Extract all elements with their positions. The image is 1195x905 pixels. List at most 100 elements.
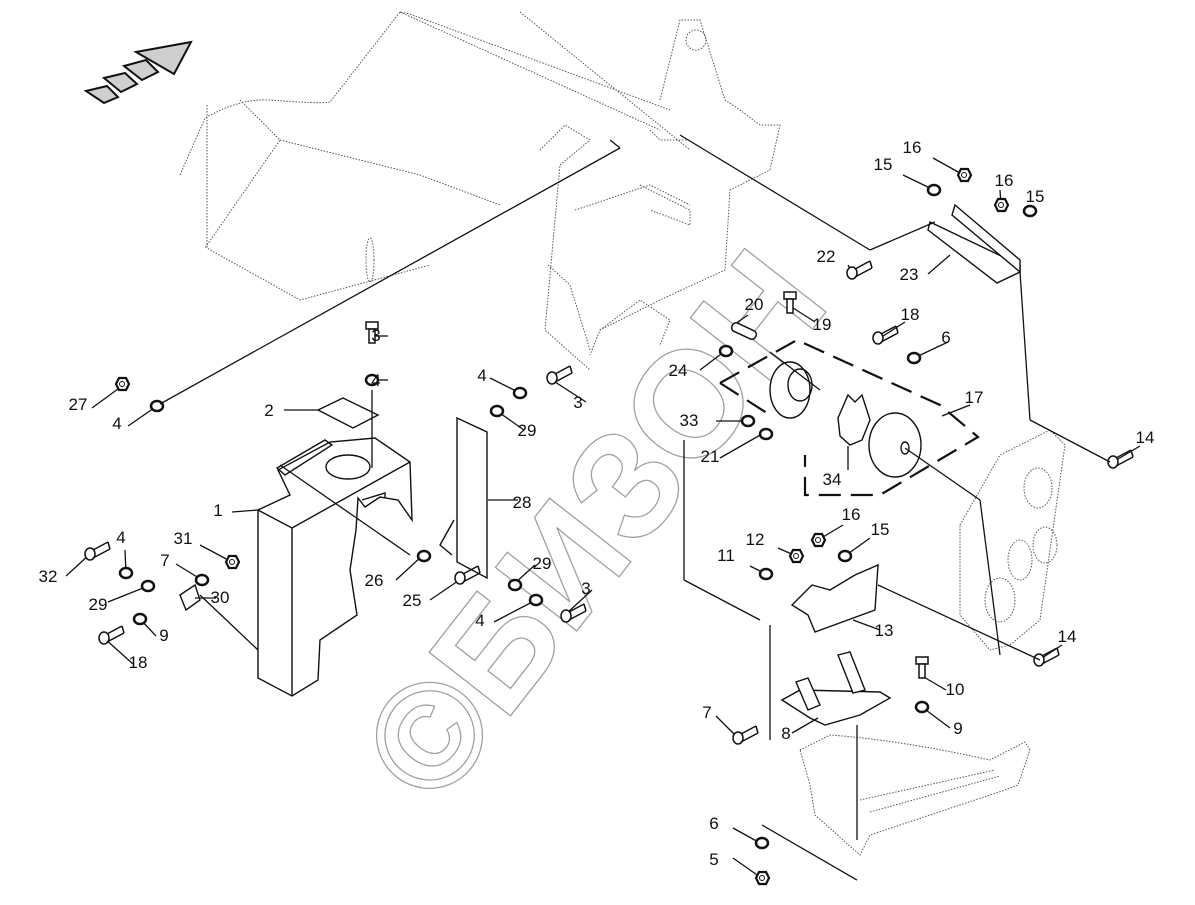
nut-icon (224, 554, 241, 570)
callout-label-34: 34 (823, 470, 842, 489)
washer-icon (364, 373, 380, 387)
part-34-spider (837, 393, 871, 446)
callout-label-29c: 29 (89, 595, 108, 614)
leader-line-3c (565, 589, 593, 615)
washer-icon (528, 593, 544, 607)
callout-label-21: 21 (701, 447, 720, 466)
leader-line-19 (789, 305, 816, 323)
callout-label-4b: 4 (112, 414, 121, 433)
leader-line-21 (719, 433, 763, 459)
machine-frame-ghost (179, 11, 1066, 856)
bolt-icon (546, 365, 573, 385)
bolt-icon (1033, 647, 1060, 667)
watermark-text: ©БИЗОН (329, 220, 857, 830)
part-28-plate (439, 416, 488, 580)
callout-label-29a: 29 (518, 421, 537, 440)
callout-label-4d: 4 (116, 528, 125, 547)
callout-label-27: 27 (69, 395, 88, 414)
leader-line-18a (879, 321, 906, 339)
watermark: ©БИЗОН (328, 220, 858, 832)
bolt-v-icon (365, 321, 379, 344)
callout-label-29b: 29 (533, 554, 552, 573)
callout-label-6a: 6 (941, 328, 950, 347)
part-17-coupling-group (719, 338, 980, 497)
washer-icon (754, 836, 770, 850)
washer-icon (906, 351, 922, 365)
bolt-v-icon (783, 291, 797, 314)
callout-label-11: 11 (717, 546, 735, 565)
callout-label-9b: 9 (953, 719, 962, 738)
callout-label-31: 31 (174, 529, 193, 548)
callouts: 1233344444566778991011121314141515151616… (39, 134, 1155, 886)
callout-label-16b: 16 (995, 171, 1014, 190)
pin-icon (730, 322, 758, 341)
assembly-guide-line (683, 579, 761, 621)
nut-icon (993, 197, 1010, 213)
callout-label-12: 12 (746, 530, 765, 549)
part-13-bracket (790, 563, 879, 633)
callout-label-1: 1 (213, 501, 222, 520)
bolt-icon (454, 565, 481, 585)
washer-icon (758, 567, 774, 581)
callout-label-6b: 6 (709, 814, 718, 833)
part-1-cover (257, 437, 413, 697)
part-2-plate (316, 397, 380, 429)
callout-label-3b: 3 (573, 393, 582, 412)
callout-label-4e: 4 (475, 611, 484, 630)
callout-label-15b: 15 (1026, 187, 1045, 206)
assembly-guide-line (679, 134, 871, 251)
washer-icon (758, 427, 774, 441)
callout-label-26: 26 (365, 571, 384, 590)
leader-line-13 (852, 619, 881, 631)
direction-arrow-icon (83, 40, 193, 105)
washer-icon (926, 183, 942, 197)
leader-line-5 (732, 857, 761, 878)
leader-line-27 (91, 385, 123, 409)
washer-icon (512, 386, 528, 400)
nut-icon (754, 870, 771, 886)
callout-label-15a: 15 (874, 155, 893, 174)
callout-label-18a: 18 (901, 305, 920, 324)
callout-label-7a: 7 (160, 551, 169, 570)
washer-icon (718, 344, 734, 358)
callout-label-24: 24 (669, 361, 688, 380)
leader-line-18b (103, 637, 134, 665)
callout-label-3c: 3 (581, 579, 590, 598)
washer-icon (914, 700, 930, 714)
callout-label-3a: 3 (371, 326, 380, 345)
bolt-icon (872, 325, 899, 345)
assembly-guide-line (199, 594, 259, 651)
leader-line-4e (493, 599, 537, 623)
part-8-base-plate (780, 651, 892, 726)
assembly-guide-line (609, 139, 621, 149)
callout-label-14a: 14 (1136, 428, 1155, 447)
leader-line-8 (791, 717, 819, 734)
bolt-icon (560, 603, 587, 623)
washer-icon (194, 573, 210, 587)
bolt-icon (98, 625, 125, 645)
callout-label-15c: 15 (871, 520, 890, 539)
nut-icon (114, 376, 131, 392)
leader-line-17 (941, 404, 971, 417)
bolt-icon (84, 541, 111, 561)
washer-icon (837, 549, 853, 563)
leader-line-29c (107, 585, 149, 603)
assembly-guide-line (769, 351, 821, 391)
callout-label-18b: 18 (129, 653, 148, 672)
bolt-icon (1107, 449, 1134, 469)
assembly-guide-line (159, 147, 621, 405)
callout-label-13: 13 (875, 621, 894, 640)
leader-line-26 (395, 555, 423, 581)
callout-label-4a: 4 (371, 371, 380, 390)
washer-icon (416, 549, 432, 563)
assembly-guide-line (979, 499, 1001, 656)
leader-line-25 (429, 580, 459, 601)
callout-label-22: 22 (817, 247, 836, 266)
callout-label-8: 8 (781, 724, 790, 743)
callout-label-25: 25 (403, 591, 422, 610)
bolt-v-icon (915, 656, 929, 679)
callout-label-28: 28 (513, 493, 532, 512)
callout-label-10: 10 (946, 680, 965, 699)
washer-icon (149, 399, 165, 413)
